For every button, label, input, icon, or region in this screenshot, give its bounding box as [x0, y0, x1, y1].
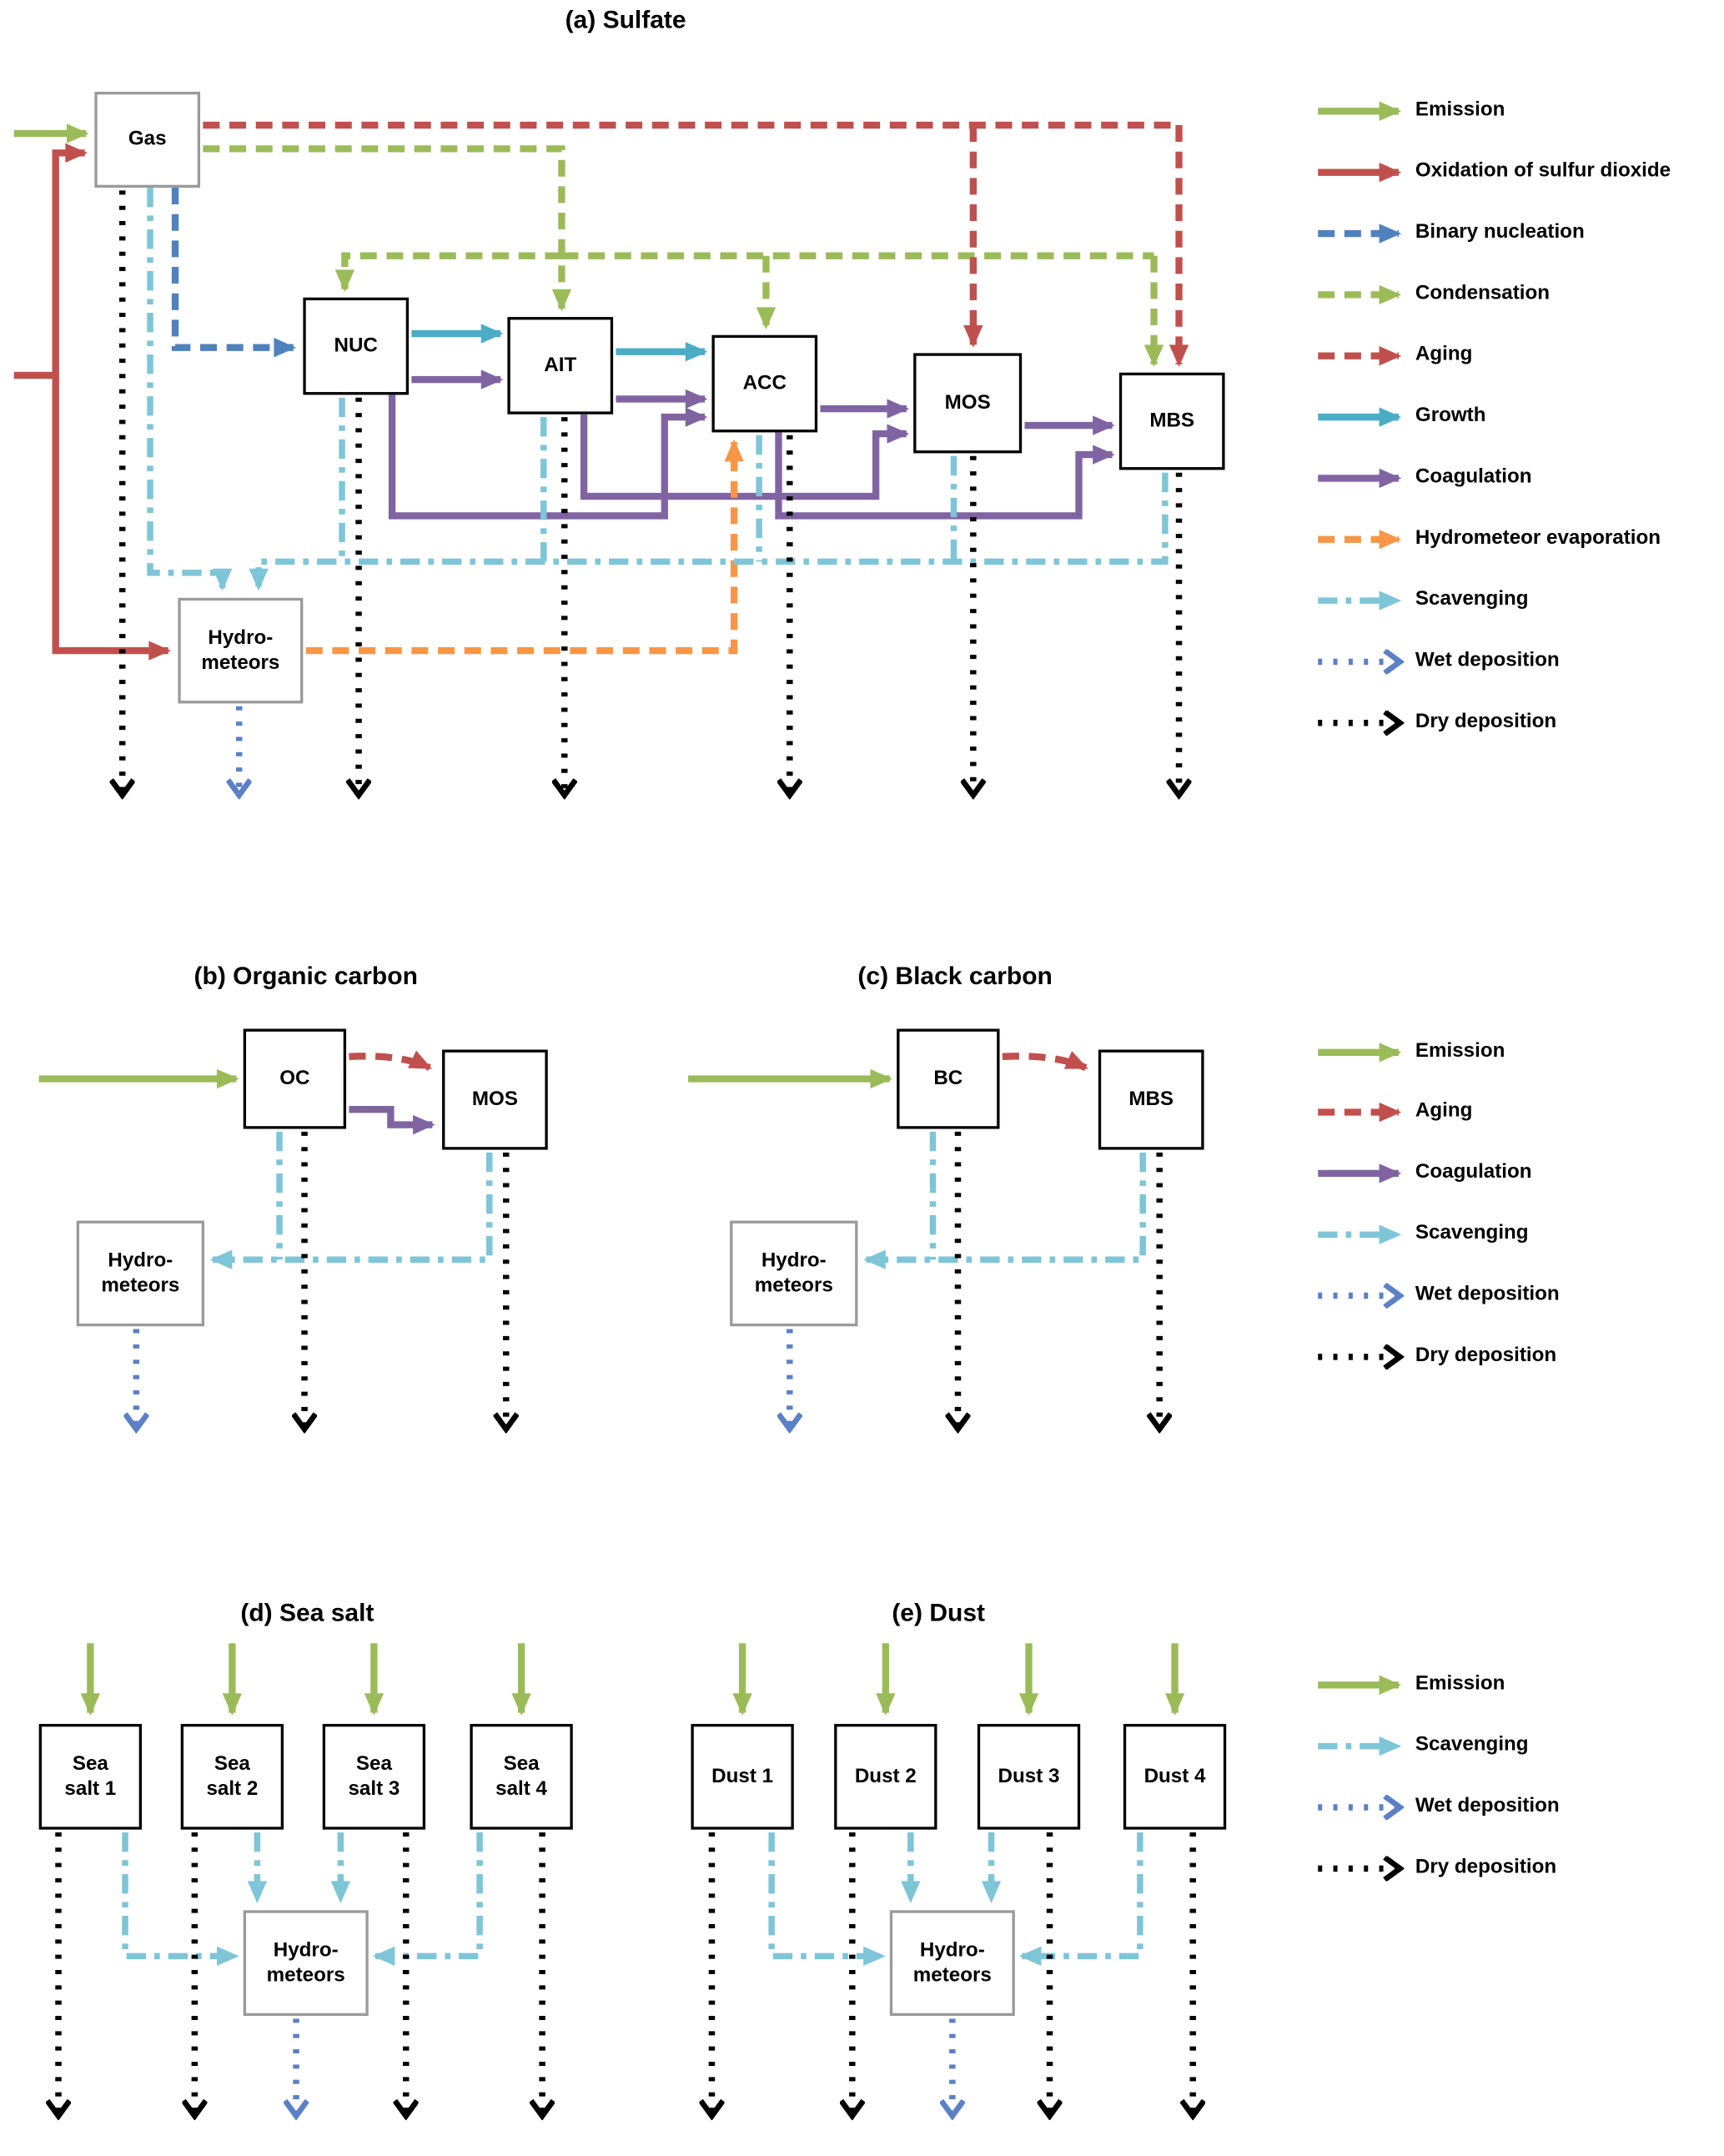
panel-c-title: (c) Black carbon [857, 962, 1053, 990]
legend-bc-label-drydep: Dry deposition [1415, 1344, 1557, 1367]
box-mos-b: MOS [442, 1049, 548, 1150]
scavenging-arrows-a [147, 188, 1169, 591]
arrow-scavenging-modes-hydro [249, 472, 1169, 591]
legend-a-label-growth: Growth [1415, 405, 1486, 427]
arrow-scavenging-seasalt-4 [372, 1832, 483, 1966]
condensation-arrows [203, 145, 1164, 368]
legend-bc-label-scavenging: Scavenging [1415, 1222, 1529, 1244]
dry-deposition-a [123, 190, 1179, 793]
legend-bc-samples [1318, 1043, 1399, 1357]
aging-arrows-a [203, 121, 1189, 368]
box-hydrometeors-e: Hydro- meteors [889, 1910, 1015, 2017]
scavenging-arrows-b [209, 1131, 493, 1269]
box-hydrometeors-d: Hydro- meteors [243, 1910, 369, 2017]
arrow-condensation-nuc [334, 252, 562, 293]
legend-bc-label-emission: Emission [1415, 1039, 1505, 1063]
nucleation-arrows [171, 188, 297, 358]
arrow-scavenging-gas-hydro [147, 188, 233, 591]
oxidation-arrows [13, 143, 172, 661]
panel-d-arrows [58, 1643, 542, 2114]
arrow-nucleation-gas-nuc [171, 188, 297, 358]
scavenging-arrows-e [768, 1832, 1143, 1966]
dry-deposition-c [957, 1131, 1159, 1428]
arrow-coagulation-nuc-acc [388, 395, 708, 520]
panel-e-title: (e) Dust [892, 1598, 985, 1627]
scavenging-arrows-c [863, 1131, 1146, 1269]
box-seasalt-2: Sea salt 2 [180, 1723, 284, 1830]
box-hydrometeors-c: Hydro- meteors [730, 1220, 858, 1327]
legend-a-label-aging: Aging [1415, 343, 1473, 366]
legend-de-label-scavenging: Scavenging [1415, 1733, 1529, 1756]
arrow-condensation-gas-ait [203, 145, 572, 312]
box-dust-2: Dust 2 [834, 1723, 937, 1830]
dry-deposition-d [58, 1832, 542, 2114]
box-mbs-a: MBS [1118, 372, 1225, 470]
panel-a-title: (a) Sulfate [565, 5, 686, 34]
box-gas: Gas [94, 92, 201, 188]
box-seasalt-3: Sea salt 3 [322, 1723, 426, 1830]
legend-a-samples [1318, 101, 1399, 722]
panel-a-arrows [13, 121, 1189, 794]
arrow-coagulation-oc-mos [349, 1106, 435, 1135]
arrow-evaporation-hydro-acc [305, 439, 744, 655]
box-dust-3: Dust 3 [977, 1723, 1081, 1830]
arrow-scavenging-seasalt-1 [122, 1832, 239, 1966]
legend-a-label-coagulation: Coagulation [1415, 465, 1532, 489]
box-dust-4: Dust 4 [1123, 1723, 1227, 1830]
legend-a-label-nucleation: Binary nucleation [1415, 221, 1585, 244]
panel-d-title: (d) Sea salt [240, 1598, 374, 1627]
legend-a-label-wetdep: Wet deposition [1415, 649, 1560, 672]
box-seasalt-1: Sea salt 1 [38, 1723, 143, 1830]
legend-a-label-oxidation: Oxidation of sulfur dioxide [1415, 159, 1671, 183]
legend-a-label-drydep: Dry deposition [1415, 710, 1557, 733]
box-acc: ACC [711, 334, 818, 433]
arrow-oxidation-gas [52, 143, 88, 379]
panel-e-arrows [711, 1643, 1193, 2114]
arrow-oxidation-hydrometeors [52, 372, 172, 661]
arrow-aging-oc-mos [349, 1050, 433, 1071]
emission-arrows-d [80, 1643, 531, 1716]
evaporation-arrows [305, 439, 744, 655]
legend-a-label-evaporation: Hydrometeor evaporation [1415, 526, 1661, 550]
box-dust-1: Dust 1 [691, 1723, 794, 1830]
legend-de-label-wetdep: Wet deposition [1415, 1794, 1560, 1817]
box-oc: OC [243, 1028, 347, 1129]
box-nuc: NUC [303, 297, 410, 395]
dry-deposition-b [304, 1131, 506, 1428]
arrow-coagulation-acc-mbs [775, 432, 1115, 520]
legend-bc-label-aging: Aging [1415, 1099, 1473, 1123]
arrow-scavenging-dust-4 [1018, 1832, 1143, 1966]
arrow-scavenging-mos-hydro-b [209, 1152, 493, 1269]
legend-a-label-condensation: Condensation [1415, 282, 1551, 305]
legend-bc-label-wetdep: Wet deposition [1415, 1283, 1560, 1306]
panel-b-title: (b) Organic carbon [194, 962, 418, 990]
box-hydrometeors-a: Hydro- meteors [178, 597, 304, 704]
growth-arrows [411, 324, 708, 362]
dry-deposition-e [711, 1832, 1193, 2114]
emission-arrows-e [732, 1643, 1185, 1716]
box-seasalt-4: Sea salt 4 [470, 1723, 573, 1830]
arrow-scavenging-dust-1 [768, 1832, 886, 1966]
arrow-coagulation-ait-mos [580, 414, 910, 500]
scavenging-arrows-d [122, 1832, 483, 1966]
box-bc: BC [897, 1028, 1000, 1129]
legend-de-samples [1318, 1675, 1399, 1868]
box-mbs-c: MBS [1098, 1049, 1204, 1150]
legend-bc-label-coagulation: Coagulation [1415, 1160, 1532, 1184]
box-ait: AIT [507, 317, 614, 415]
box-mos-a: MOS [913, 353, 1023, 454]
legend-de-label-emission: Emission [1415, 1672, 1505, 1695]
box-hydrometeors-b: Hydro- meteors [76, 1220, 205, 1327]
legend-de-label-drydep: Dry deposition [1415, 1856, 1557, 1878]
legend-a-label-scavenging: Scavenging [1415, 588, 1529, 611]
arrow-aging-bc-mbs [1002, 1051, 1088, 1072]
legend-a-label-emission: Emission [1415, 98, 1505, 122]
arrow-scavenging-mbs-hydro-c [863, 1152, 1146, 1269]
coagulation-arrows-a [388, 369, 1115, 520]
